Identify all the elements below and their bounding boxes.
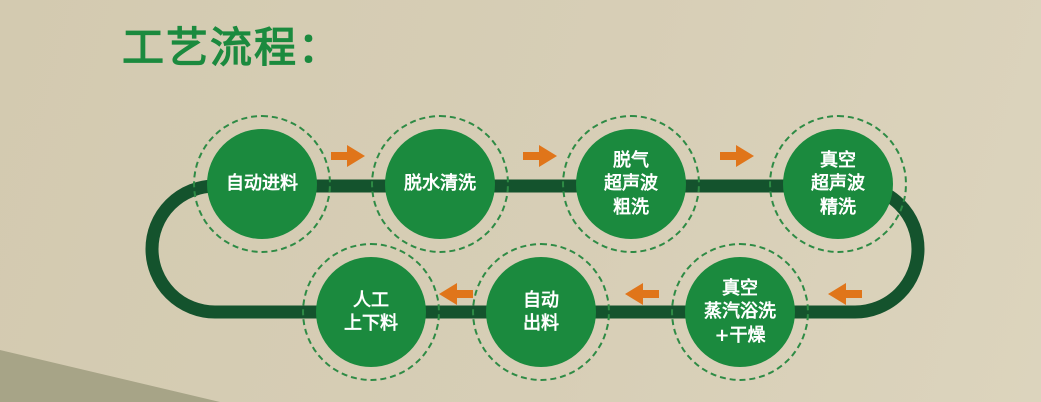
step-label: 真空 超声波 精洗: [811, 149, 865, 218]
step-label: 脱气 超声波 粗洗: [604, 149, 658, 218]
arrow-left-icon: [439, 281, 473, 307]
flow-step-auto-discharge: 自动 出料: [472, 243, 610, 381]
arrow-right-icon: [720, 143, 754, 169]
flow-step-vacuum-ultrasonic-fine-wash: 真空 超声波 精洗: [769, 115, 907, 253]
flow-step-manual-load-unload: 人工 上下料: [302, 243, 440, 381]
flow-step-degas-ultrasonic-rough-wash: 脱气 超声波 粗洗: [562, 115, 700, 253]
step-circle: 人工 上下料: [316, 257, 426, 367]
step-circle: 真空 蒸汽浴洗 +干燥: [685, 257, 795, 367]
step-circle: 真空 超声波 精洗: [783, 129, 893, 239]
arrow-left-icon: [828, 281, 862, 307]
step-label: 自动进料: [226, 173, 298, 195]
step-label: 脱水清洗: [404, 173, 476, 195]
arrow-left-icon: [625, 281, 659, 307]
arrow-right-icon: [331, 143, 365, 169]
step-circle: 脱水清洗: [385, 129, 495, 239]
step-label: 真空 蒸汽浴洗 +干燥: [704, 277, 776, 346]
flow-step-auto-feed: 自动进料: [193, 115, 331, 253]
step-label: 自动 出料: [523, 289, 559, 334]
step-circle: 自动进料: [207, 129, 317, 239]
step-label: 人工 上下料: [344, 289, 398, 334]
flow-step-dewater-wash: 脱水清洗: [371, 115, 509, 253]
arrow-right-icon: [523, 143, 557, 169]
step-circle: 脱气 超声波 粗洗: [576, 129, 686, 239]
page-title: 工艺流程：: [122, 23, 343, 72]
flow-step-vacuum-steam-bath-dry: 真空 蒸汽浴洗 +干燥: [671, 243, 809, 381]
step-circle: 自动 出料: [486, 257, 596, 367]
